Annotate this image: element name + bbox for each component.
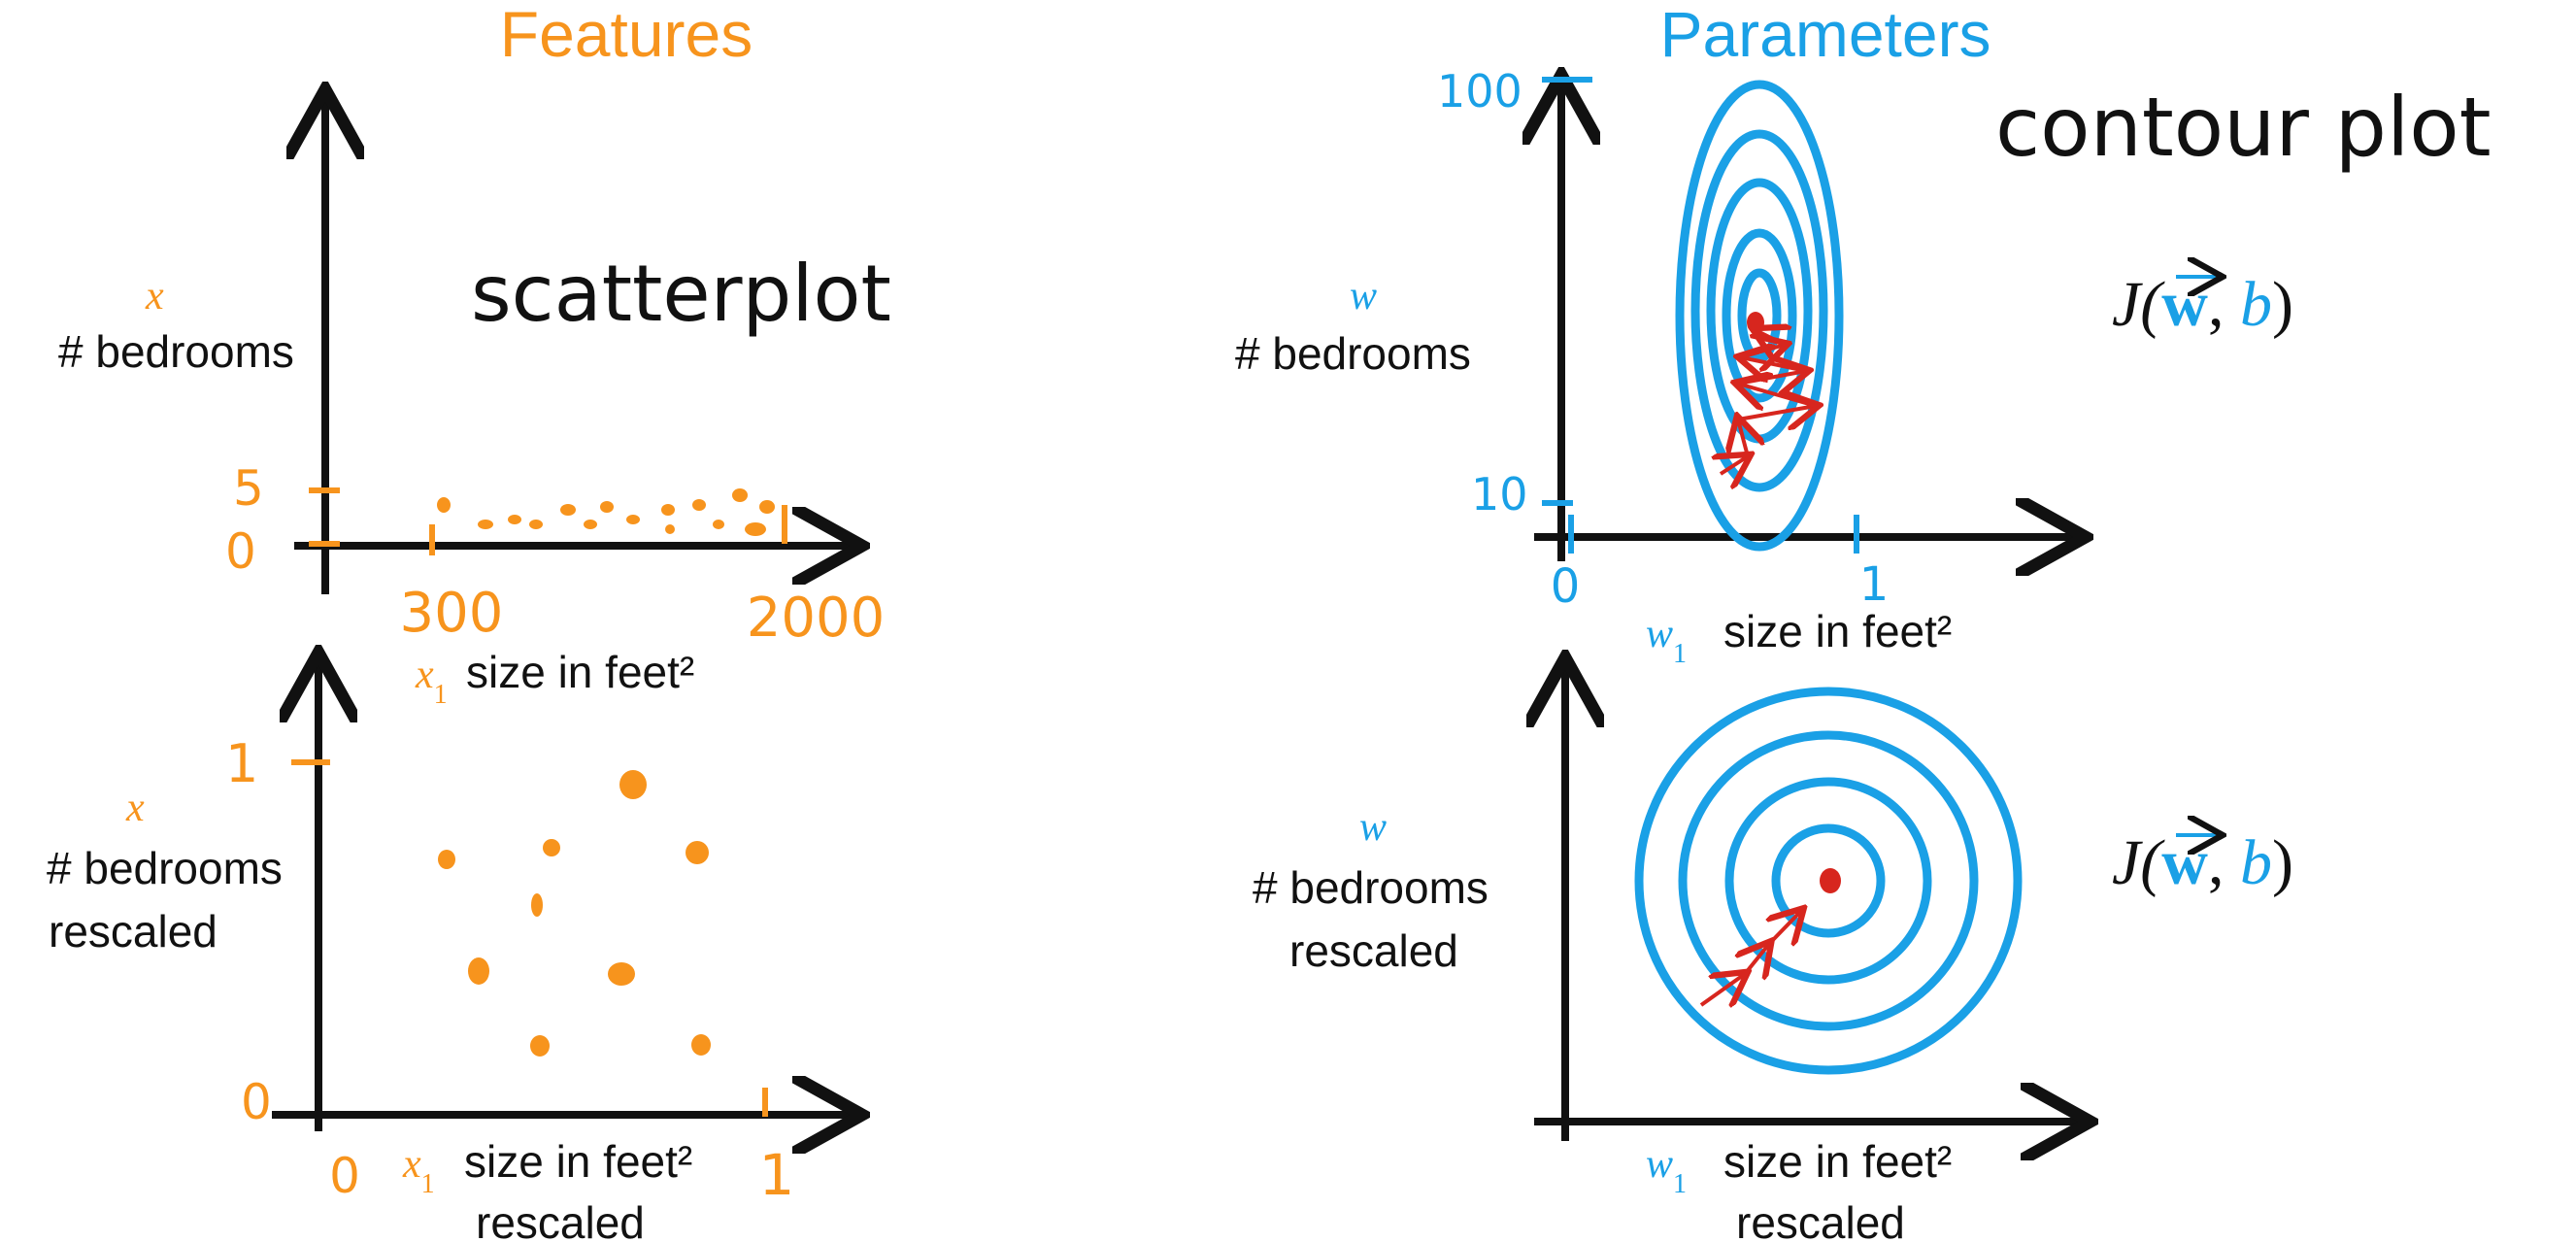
features-bottom-x-label-1: size in feet² — [464, 1136, 692, 1187]
features-bottom-xtick-0: 0 — [329, 1148, 360, 1204]
parameters-bottom-y-var: w — [1359, 805, 1387, 850]
scatter-point — [759, 500, 775, 514]
parameters-bottom-y-label-1: # bedrooms — [1253, 862, 1489, 913]
contour-plot-annotation: contour plot — [1995, 80, 2492, 175]
scatter-point — [713, 520, 724, 529]
parameters-bottom-x-label-2: rescaled — [1736, 1197, 1905, 1242]
parameters-top-ytick-10: 10 — [1471, 468, 1528, 520]
parameters-top-y-label: # bedrooms — [1235, 328, 1471, 379]
scatter-point — [686, 841, 709, 864]
features-top-x-var: x1 — [415, 653, 448, 710]
contour-ring — [1675, 80, 1844, 552]
scatter-point — [691, 1034, 711, 1056]
features-bottom-y-var: x — [125, 786, 145, 830]
features-bottom-ytick-0: 0 — [241, 1074, 272, 1130]
parameters-bottom-x-label-1: size in feet² — [1723, 1136, 1952, 1187]
scatter-point — [560, 504, 576, 516]
features-bottom-axes — [272, 660, 854, 1131]
svg-text:J(w, b): J(w, b) — [2112, 827, 2293, 898]
scatter-point — [437, 497, 451, 513]
circular-contours — [1634, 687, 2023, 1075]
features-top-y-var: x — [145, 274, 164, 319]
gradient-descent-path-circular — [1699, 911, 1801, 1005]
minimum-point-circular — [1820, 868, 1841, 893]
features-top-xtick-2000: 2000 — [747, 587, 886, 650]
scatter-point — [438, 850, 455, 869]
parameters-top-xtick-0: 0 — [1551, 559, 1581, 614]
features-top-scatter-points — [437, 488, 775, 536]
scatter-point — [745, 522, 766, 536]
cost-function-label-bottom: J(w, b) — [2112, 827, 2293, 898]
scatter-point — [468, 957, 489, 985]
gradient-descent-path-elongated — [1721, 330, 1816, 474]
scatter-point — [619, 770, 647, 799]
contour-ring — [1678, 730, 1979, 1031]
scatter-point — [608, 962, 635, 986]
features-top-ytick-0: 0 — [225, 523, 256, 580]
scatter-point — [661, 504, 675, 516]
features-bottom-xtick-1: 1 — [759, 1142, 795, 1208]
cost-function-label-top: J(w, b) — [2112, 269, 2293, 340]
scatter-point — [692, 499, 706, 511]
features-bottom-x-var: x1 — [402, 1142, 435, 1199]
features-top-ytick-5: 5 — [233, 460, 264, 517]
svg-text:J(w, b): J(w, b) — [2112, 269, 2293, 340]
scatter-point — [543, 839, 560, 856]
features-top-x-label: size in feet² — [466, 647, 694, 697]
contour-ring — [1634, 687, 2023, 1075]
parameters-top-x-var: w1 — [1646, 612, 1687, 669]
scatter-point — [584, 520, 597, 529]
features-top-y-label: # bedrooms — [58, 326, 294, 377]
scatter-point — [478, 520, 493, 529]
features-bottom-scatter-points — [438, 770, 711, 1057]
parameters-top-axes — [1534, 83, 2078, 561]
scatter-point — [626, 515, 640, 524]
scatter-point — [529, 520, 543, 529]
parameters-heading: Parameters — [1659, 0, 1991, 70]
contour-ring — [1771, 823, 1886, 938]
scatter-point — [531, 893, 543, 917]
minimum-point-elongated — [1747, 312, 1764, 333]
features-top-xtick-300: 300 — [400, 582, 504, 645]
parameters-bottom-axes — [1534, 665, 2083, 1141]
scatter-point — [665, 524, 675, 534]
scatter-point — [732, 488, 748, 502]
scatter-point — [600, 501, 614, 513]
parameters-bottom-y-label-2: rescaled — [1289, 925, 1458, 976]
contour-ring — [1724, 777, 1932, 985]
scatter-point — [508, 515, 521, 524]
features-bottom-y-label-2: rescaled — [49, 906, 217, 957]
features-bottom-ytick-1: 1 — [225, 733, 258, 794]
features-top-axes — [294, 97, 854, 594]
scatter-point — [530, 1035, 550, 1057]
features-heading: Features — [500, 0, 753, 70]
parameters-top-ytick-100: 100 — [1437, 65, 1522, 117]
parameters-top-x-label: size in feet² — [1723, 606, 1952, 656]
parameters-bottom-x-var: w1 — [1646, 1142, 1687, 1199]
features-bottom-y-label-1: # bedrooms — [47, 843, 283, 893]
features-bottom-x-label-2: rescaled — [476, 1197, 645, 1242]
parameters-top-xtick-1: 1 — [1859, 557, 1890, 612]
scatterplot-annotation: scatterplot — [471, 249, 891, 339]
contour-ring — [1690, 129, 1828, 492]
parameters-top-y-var: w — [1350, 274, 1377, 319]
